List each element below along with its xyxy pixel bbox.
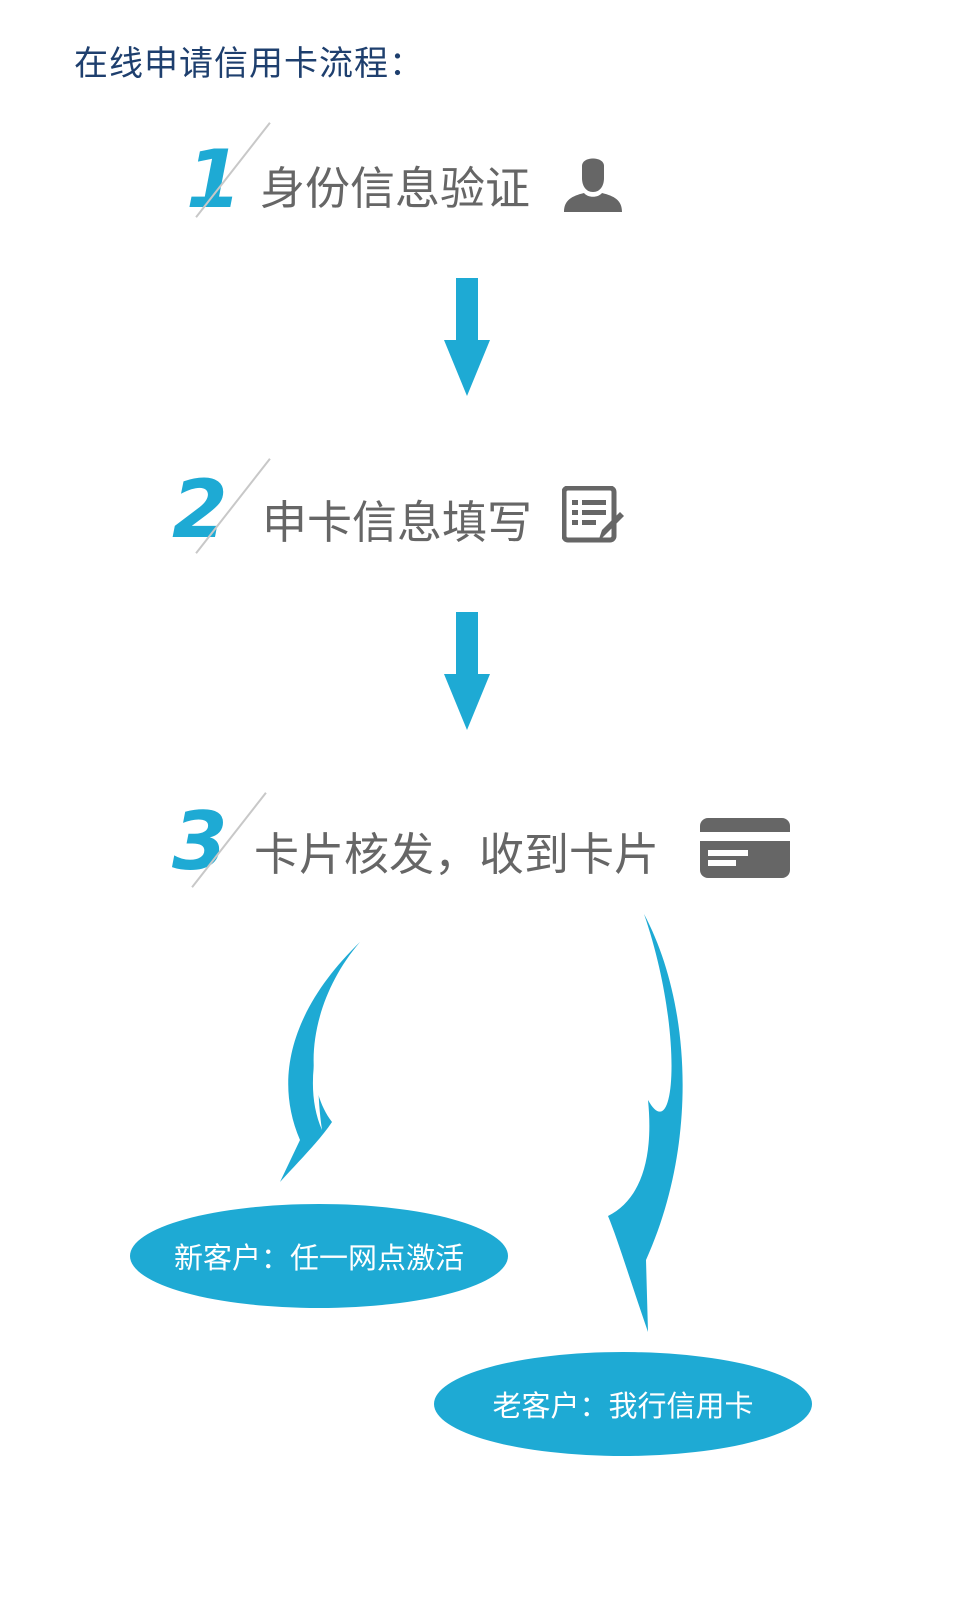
left-curved-arrow — [280, 942, 360, 1182]
right-curved-arrow — [608, 914, 683, 1332]
left-curved-arrow-inner — [312, 942, 360, 1130]
step-1-number: 1 — [186, 133, 242, 226]
user-icon — [562, 152, 624, 216]
form-edit-icon — [561, 485, 624, 552]
step-3-label: 卡片核发，收到卡片 — [254, 828, 660, 881]
credit-card-icon — [700, 818, 790, 882]
step-2-label: 申卡信息填写 — [262, 496, 533, 549]
step-2-number: 2 — [172, 463, 228, 556]
old-customer-badge: 老客户：我行信用卡 — [434, 1352, 812, 1456]
step-3-number: 3 — [172, 795, 228, 888]
arrow-down-icon — [444, 612, 490, 736]
arrow-down-icon — [444, 278, 490, 402]
step-1-label: 身份信息验证 — [260, 162, 531, 215]
page-title: 在线申请信用卡流程： — [74, 44, 424, 84]
new-customer-badge: 新客户：任一网点激活 — [130, 1204, 508, 1308]
